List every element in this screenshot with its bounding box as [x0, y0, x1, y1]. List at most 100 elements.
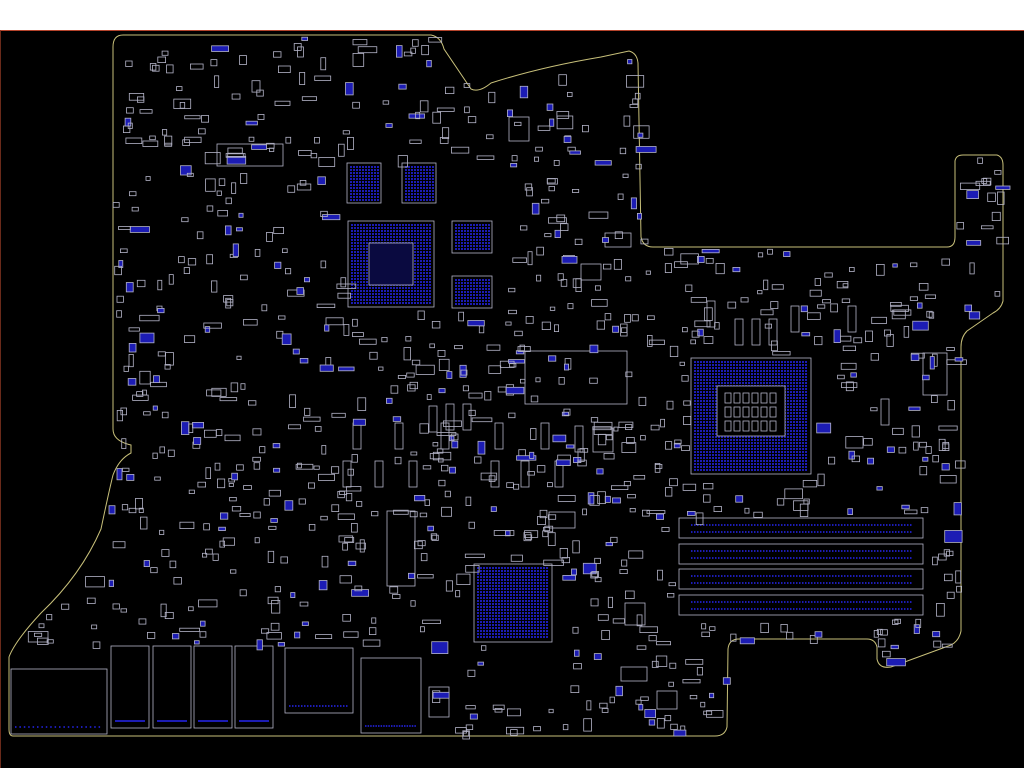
- dimm-pin[interactable]: [790, 575, 792, 577]
- smd-part[interactable]: [960, 182, 981, 190]
- connector-pin[interactable]: [137, 720, 140, 722]
- dimm-pin[interactable]: [847, 531, 849, 533]
- dimm-pin[interactable]: [748, 608, 750, 610]
- smd-part[interactable]: [120, 407, 128, 416]
- smd-part[interactable]: [296, 183, 312, 191]
- smd-part[interactable]: [709, 626, 716, 631]
- ic-1[interactable]: [524, 350, 628, 405]
- smd-part[interactable]: [480, 645, 487, 651]
- smd-part[interactable]: [853, 337, 863, 344]
- dimm-pin[interactable]: [811, 531, 813, 533]
- smd-part[interactable]: [157, 307, 165, 314]
- smd-part[interactable]: [928, 311, 935, 319]
- connector-pin[interactable]: [255, 720, 258, 722]
- smd-part[interactable]: [669, 345, 679, 357]
- smd-part[interactable]: [235, 227, 243, 232]
- tall-part[interactable]: [734, 318, 744, 346]
- smd-part[interactable]: [946, 347, 955, 351]
- connector-pin[interactable]: [225, 720, 227, 722]
- dimm-pin[interactable]: [766, 601, 768, 603]
- smd-part[interactable]: [409, 511, 418, 518]
- dimm-pin[interactable]: [784, 575, 786, 577]
- connector-pin[interactable]: [198, 720, 200, 722]
- smd-part[interactable]: [701, 623, 707, 630]
- smd-part[interactable]: [214, 462, 221, 471]
- smd-part[interactable]: [464, 553, 485, 558]
- smd-part[interactable]: [559, 548, 568, 559]
- smd-part[interactable]: [908, 406, 921, 411]
- dimm-pin[interactable]: [877, 575, 879, 577]
- smd-part[interactable]: [635, 163, 642, 170]
- dimm-pin[interactable]: [694, 582, 696, 584]
- smd-part[interactable]: [118, 260, 124, 268]
- dimm-pin[interactable]: [883, 531, 885, 533]
- dimm-pin[interactable]: [847, 575, 849, 577]
- smd-part[interactable]: [441, 506, 452, 517]
- dimm-pin[interactable]: [769, 524, 771, 526]
- smd-part[interactable]: [691, 330, 700, 338]
- smd-part[interactable]: [932, 454, 939, 463]
- smd-part[interactable]: [474, 456, 482, 464]
- connector-pin[interactable]: [251, 720, 253, 722]
- smd-part[interactable]: [625, 276, 632, 282]
- smd-part[interactable]: [509, 363, 517, 368]
- smd-part[interactable]: [648, 719, 656, 726]
- smd-part[interactable]: [419, 512, 428, 518]
- connector-pin[interactable]: [72, 726, 74, 728]
- smd-part[interactable]: [338, 366, 355, 372]
- dimm-pin[interactable]: [778, 524, 780, 526]
- smd-part[interactable]: [506, 708, 521, 717]
- dimm-pin[interactable]: [709, 601, 711, 603]
- dimm-pin[interactable]: [745, 608, 747, 610]
- dimm-pin[interactable]: [853, 608, 855, 610]
- smd-part[interactable]: [428, 37, 443, 43]
- connector-pin[interactable]: [169, 720, 171, 722]
- smd-part[interactable]: [240, 274, 248, 281]
- smd-part[interactable]: [543, 559, 564, 566]
- smd-part[interactable]: [966, 240, 982, 246]
- dimm-pin[interactable]: [754, 557, 756, 559]
- smd-part[interactable]: [548, 185, 555, 192]
- smd-part[interactable]: [668, 582, 676, 587]
- smd-part[interactable]: [468, 409, 476, 416]
- dimm-pin[interactable]: [892, 601, 894, 603]
- dimm-pin[interactable]: [841, 601, 843, 603]
- smd-part[interactable]: [536, 274, 542, 282]
- dimm-pin[interactable]: [727, 557, 729, 559]
- smd-part[interactable]: [572, 188, 580, 193]
- smd-part[interactable]: [465, 565, 480, 573]
- dimm-pin[interactable]: [715, 608, 717, 610]
- dimm-pin[interactable]: [898, 557, 900, 559]
- smd-part[interactable]: [91, 624, 98, 630]
- smd-part[interactable]: [324, 324, 330, 332]
- smd-part[interactable]: [422, 465, 432, 470]
- smd-part[interactable]: [231, 506, 242, 512]
- dimm-pin[interactable]: [901, 557, 903, 559]
- dimm-pin[interactable]: [793, 524, 795, 526]
- smd-part[interactable]: [531, 202, 540, 215]
- connector-pin[interactable]: [260, 720, 262, 722]
- connector-pin[interactable]: [226, 720, 229, 722]
- dimm-pin[interactable]: [721, 531, 723, 533]
- dimm-pin[interactable]: [856, 557, 858, 559]
- smd-part[interactable]: [134, 498, 143, 510]
- dimm-pin[interactable]: [838, 601, 840, 603]
- dimm-pin[interactable]: [838, 582, 840, 584]
- smd-part[interactable]: [345, 82, 354, 96]
- dimm-pin[interactable]: [814, 557, 816, 559]
- smd-part[interactable]: [506, 109, 513, 118]
- smd-part[interactable]: [612, 497, 621, 504]
- tall-part[interactable]: [520, 460, 530, 488]
- dimm-pin[interactable]: [781, 531, 783, 533]
- dimm-pin[interactable]: [865, 575, 867, 577]
- dimm-pin[interactable]: [733, 582, 735, 584]
- smd-part[interactable]: [892, 427, 904, 435]
- smd-part[interactable]: [357, 46, 378, 54]
- smd-part[interactable]: [665, 487, 673, 497]
- smd-part[interactable]: [157, 56, 167, 63]
- dimm-pin[interactable]: [766, 550, 768, 552]
- dimm-pin[interactable]: [853, 557, 855, 559]
- dimm-pin[interactable]: [775, 582, 777, 584]
- smd-part[interactable]: [557, 273, 564, 281]
- dimm-pin[interactable]: [856, 608, 858, 610]
